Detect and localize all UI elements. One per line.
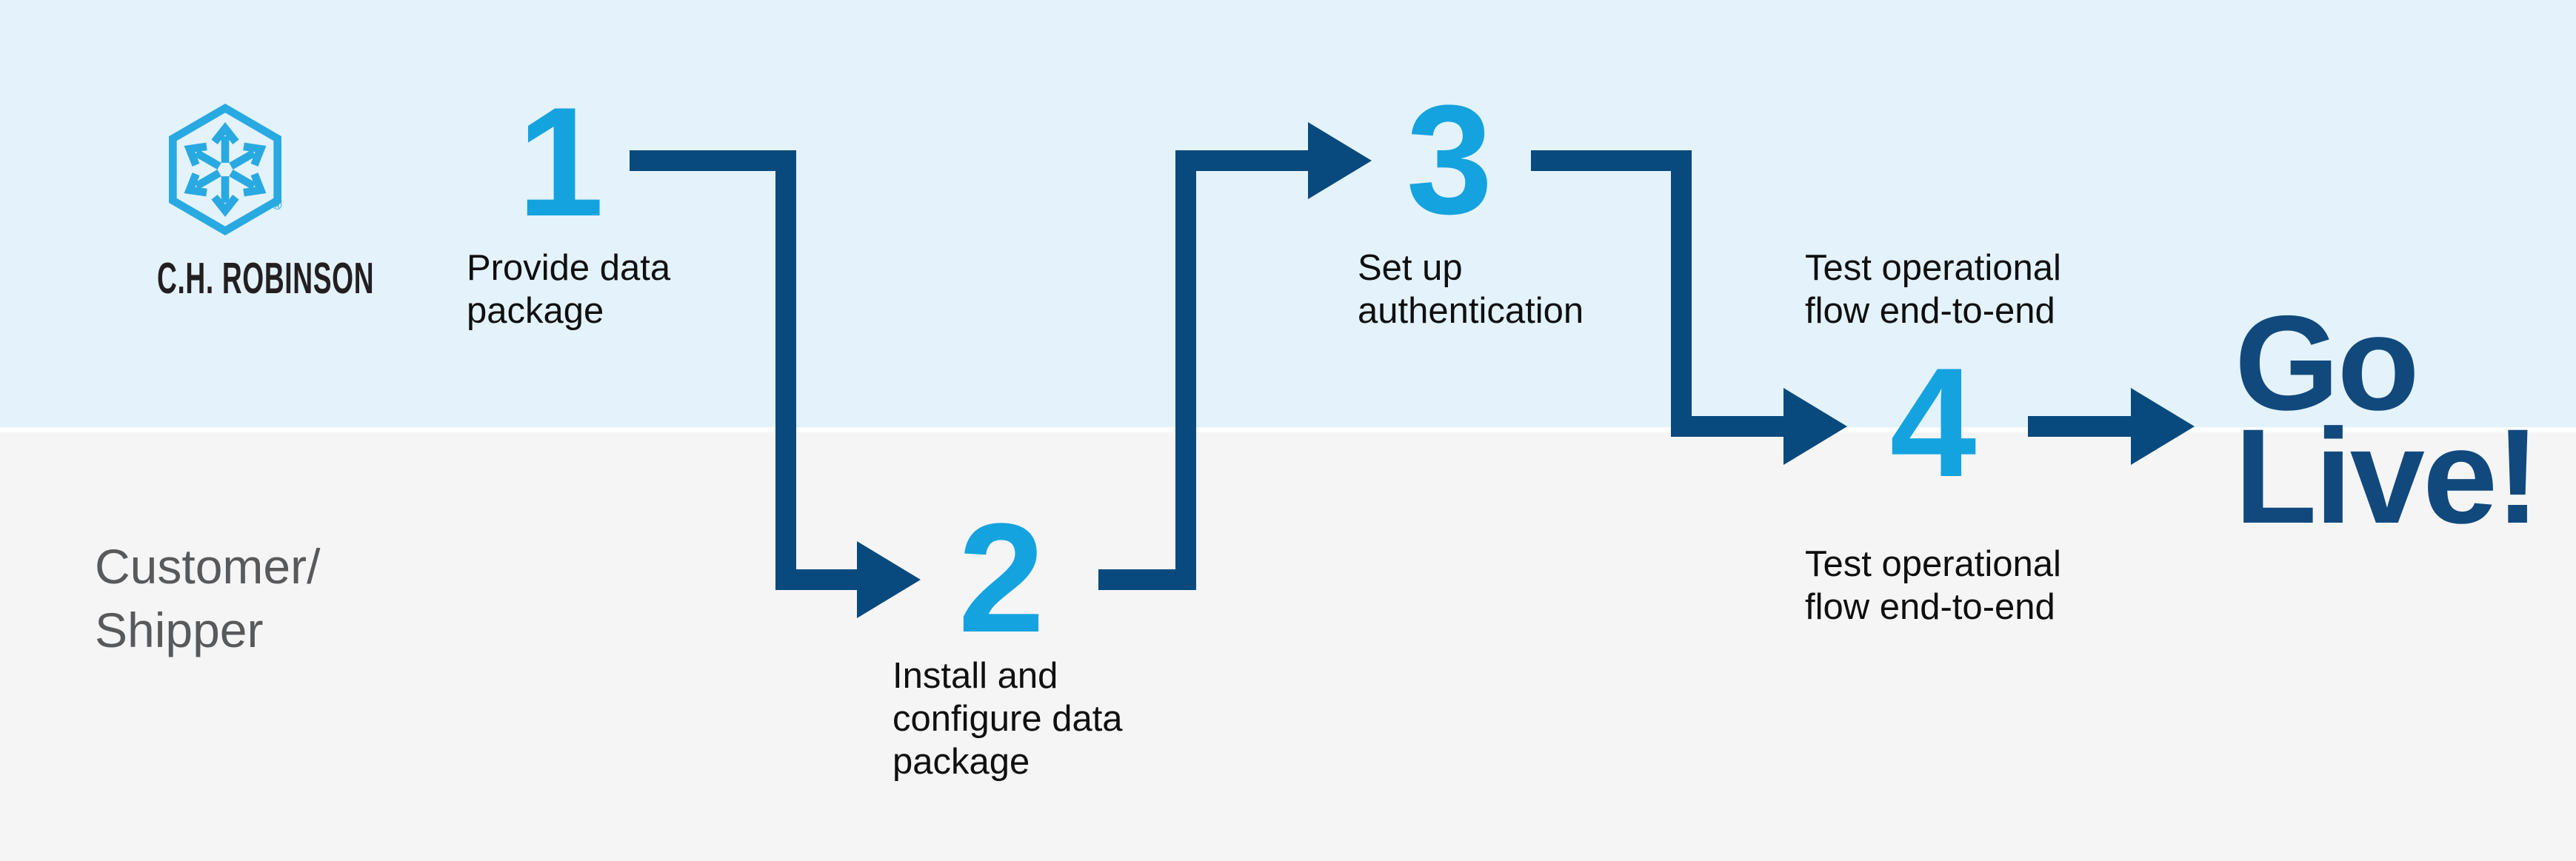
step-1-number: 1 — [517, 75, 604, 249]
go-live-title: Go Live! — [2235, 287, 2540, 552]
registered-trademark-symbol: ® — [273, 198, 282, 212]
chr-hexagon-arrows-icon — [169, 104, 281, 235]
step-1-label: Provide data package — [467, 247, 670, 332]
step-3-label: Set up authentication — [1358, 247, 1584, 332]
lane-divider — [0, 427, 2576, 432]
step-4-label-top-line1: Test operational — [1805, 248, 2061, 288]
step-2-label-line1: Install and — [892, 656, 1058, 696]
arrow-step4-to-golive-icon — [2028, 388, 2195, 465]
step-4-label-top: Test operational flow end-to-end — [1805, 247, 2061, 332]
arrow-step3-to-step4-icon — [1531, 150, 1847, 465]
step-4-label-bottom-line1: Test operational — [1805, 544, 2061, 584]
lane-chrobinson-band — [0, 0, 2576, 428]
step-3-label-line2: authentication — [1358, 291, 1584, 331]
lane-label-line2: Shipper — [95, 603, 264, 657]
step-2-label: Install and configure data package — [892, 654, 1123, 783]
go-live-line2: Live! — [2235, 401, 2540, 552]
lane-customer-band — [0, 428, 2576, 861]
step-2-number: 2 — [958, 491, 1045, 665]
arrow-step1-to-step2-icon — [630, 150, 921, 618]
step-2-label-line2: configure data — [892, 699, 1123, 739]
step-4-label-bottom: Test operational flow end-to-end — [1805, 543, 2061, 629]
lane-label-line1: Customer/ — [95, 539, 321, 594]
lane-label-customer-shipper: Customer/ Shipper — [95, 535, 320, 662]
step-4-number: 4 — [1889, 335, 1977, 509]
arrow-step2-to-step3-icon — [1098, 122, 1372, 590]
step-3-label-line1: Set up — [1358, 248, 1463, 288]
step-4-label-bottom-line2: flow end-to-end — [1805, 587, 2055, 627]
step-3-number: 3 — [1406, 73, 1493, 247]
step-2-label-line3: package — [892, 742, 1030, 782]
step-1-label-line1: Provide data — [467, 248, 671, 288]
go-live-line1: Go — [2235, 287, 2420, 438]
step-4-label-top-line2: flow end-to-end — [1805, 291, 2055, 331]
step-1-label-line2: package — [467, 291, 604, 331]
chr-logo-wordmark: C.H. ROBINSON — [157, 254, 375, 303]
